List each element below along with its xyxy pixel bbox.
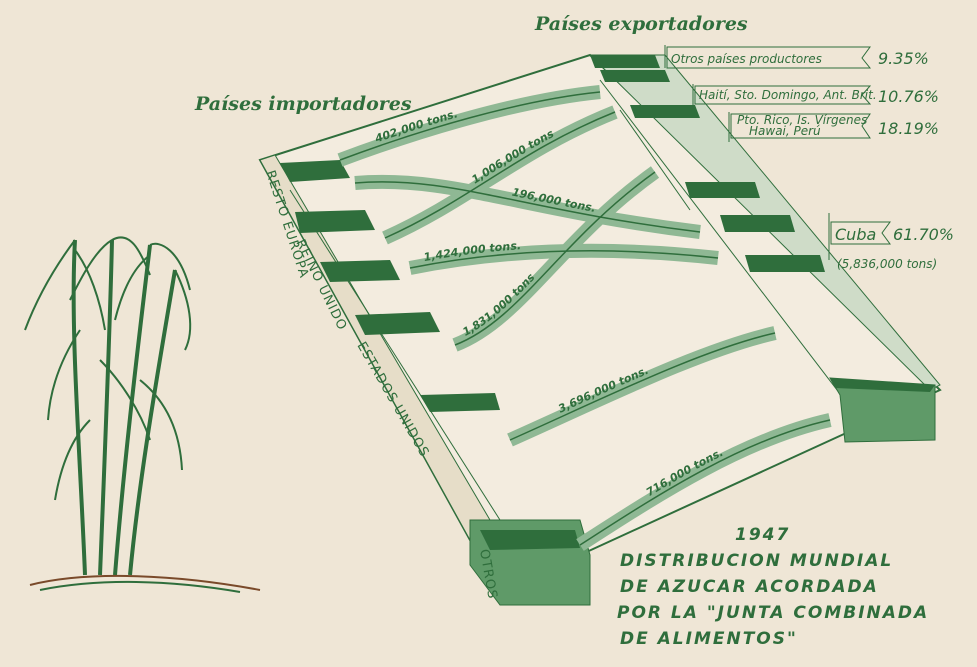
svg-text:DE ALIMENTOS": DE ALIMENTOS" [620, 629, 798, 649]
otros-box [469, 519, 591, 606]
exporter-label-pto-rico: Pto. Rico, Is. Vírgenes Hawai, Perú 18.1… [728, 112, 939, 142]
cuba-box [829, 377, 936, 443]
exporter-label-cuba: Cuba 61.70% (5,836,000 tons) [828, 213, 954, 271]
exporters-heading: Países exportadores [534, 13, 748, 35]
svg-text:Pto. Rico, Is. Vírgenes: Pto. Rico, Is. Vírgenes [737, 113, 867, 127]
svg-text:1947: 1947 [735, 525, 790, 545]
importers-heading: Países importadores [194, 93, 412, 115]
svg-text:DISTRIBUCION MUNDIAL: DISTRIBUCION MUNDIAL [620, 551, 893, 571]
exporter-label-otros: Otros países productores 9.35% [664, 45, 929, 69]
percent: 18.19% [878, 119, 939, 138]
svg-text:Otros países productores: Otros países productores [671, 52, 822, 66]
cuba-tons: (5,836,000 tons) [837, 257, 937, 271]
diagram-title: 1947 DISTRIBUCION MUNDIAL DE AZUCAR ACOR… [617, 525, 929, 649]
percent: 61.70% [893, 225, 954, 244]
svg-text:Haití, Sto. Domingo, Ant. Brit: Haití, Sto. Domingo, Ant. Brit. [699, 88, 877, 102]
tray [258, 53, 942, 557]
importer-bins [280, 160, 500, 412]
svg-text:DE AZUCAR ACORDADA: DE AZUCAR ACORDADA [620, 577, 879, 597]
exporter-label-haiti: Haití, Sto. Domingo, Ant. Brit. 10.76% [692, 84, 939, 106]
sugarcane-illustration [24, 236, 261, 593]
percent: 9.35% [878, 49, 929, 68]
svg-text:Hawai, Perú: Hawai, Perú [749, 124, 821, 138]
svg-text:Cuba: Cuba [835, 225, 876, 244]
svg-text:POR LA "JUNTA COMBINADA: POR LA "JUNTA COMBINADA [617, 603, 929, 623]
percent: 10.76% [878, 87, 939, 106]
exporter-bins [590, 55, 825, 272]
